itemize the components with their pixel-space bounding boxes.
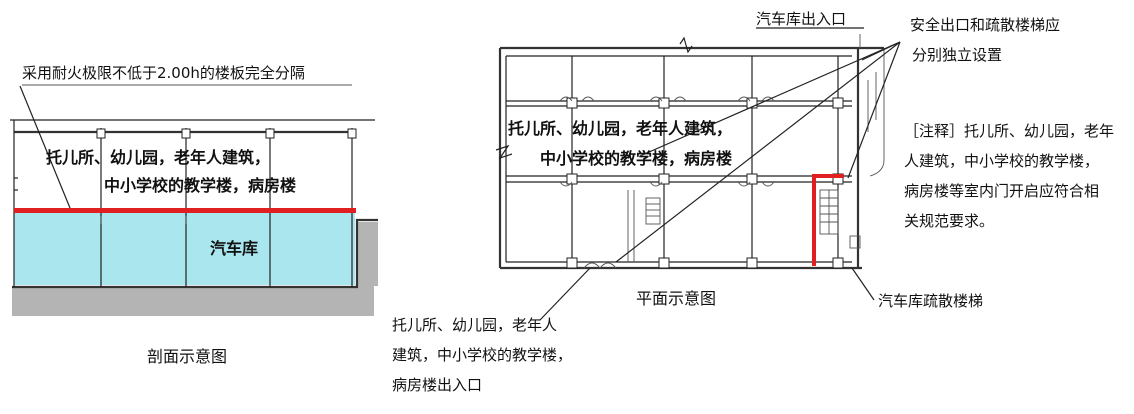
section-upper-label-line2: 中小学校的教学楼，病房楼 <box>104 176 296 195</box>
interior-stair <box>627 190 661 262</box>
garage-entrance-label: 汽车库出入口 <box>756 10 846 28</box>
plan-view: 汽车库出入口 安全出口和疏散楼梯应 分别独立设置 托儿所、幼儿园，老年人建筑， … <box>392 10 1114 394</box>
remark-line3: 病房楼等室内门开启应符合相 <box>904 182 1099 200</box>
section-caption: 剖面示意图 <box>147 347 227 366</box>
plan-caption: 平面示意图 <box>636 289 716 308</box>
building-exit-line1: 托儿所、幼儿园，老年人 <box>392 316 557 334</box>
plan-center-label-line1: 托儿所、幼儿园，老年人建筑， <box>508 119 732 138</box>
remark-line4: 关规范要求。 <box>904 212 994 230</box>
garage-stair-label: 汽车库疏散楼梯 <box>878 292 983 310</box>
section-upper-label-line1: 托儿所、幼儿园，老年人建筑， <box>46 148 270 167</box>
fire-rated-floor-slab <box>14 208 356 213</box>
section-columns <box>96 128 357 287</box>
garage-entrance-ramp <box>849 34 885 249</box>
remark-line1: ［注释］托儿所、幼儿园，老年 <box>904 122 1114 140</box>
building-exit-line2: 建筑，中小学校的教学楼， <box>392 346 572 364</box>
garage-evacuation-stair <box>812 174 844 266</box>
ground-side <box>356 222 378 286</box>
plan-center-label-line2: 中小学校的教学楼，病房楼 <box>540 149 732 168</box>
section-view: 采用耐火极限不低于2.00h的楼板完全分隔 托儿所、幼儿园，老年人建筑， 中小学… <box>10 64 378 366</box>
garage-label: 汽车库 <box>210 239 258 258</box>
remark-line2: 人建筑，中小学校的教学楼， <box>904 152 1099 170</box>
plan-columns <box>566 97 844 269</box>
building-exit-line3: 病房楼出入口 <box>392 376 482 394</box>
section-top-note: 采用耐火极限不低于2.00h的楼板完全分隔 <box>22 64 305 82</box>
building-exit-doors <box>583 262 617 269</box>
ground-fill <box>12 286 374 316</box>
exits-note-line1: 安全出口和疏散楼梯应 <box>910 16 1060 34</box>
exits-note-line2: 分别独立设置 <box>912 46 1002 64</box>
garage-fill <box>14 213 355 285</box>
